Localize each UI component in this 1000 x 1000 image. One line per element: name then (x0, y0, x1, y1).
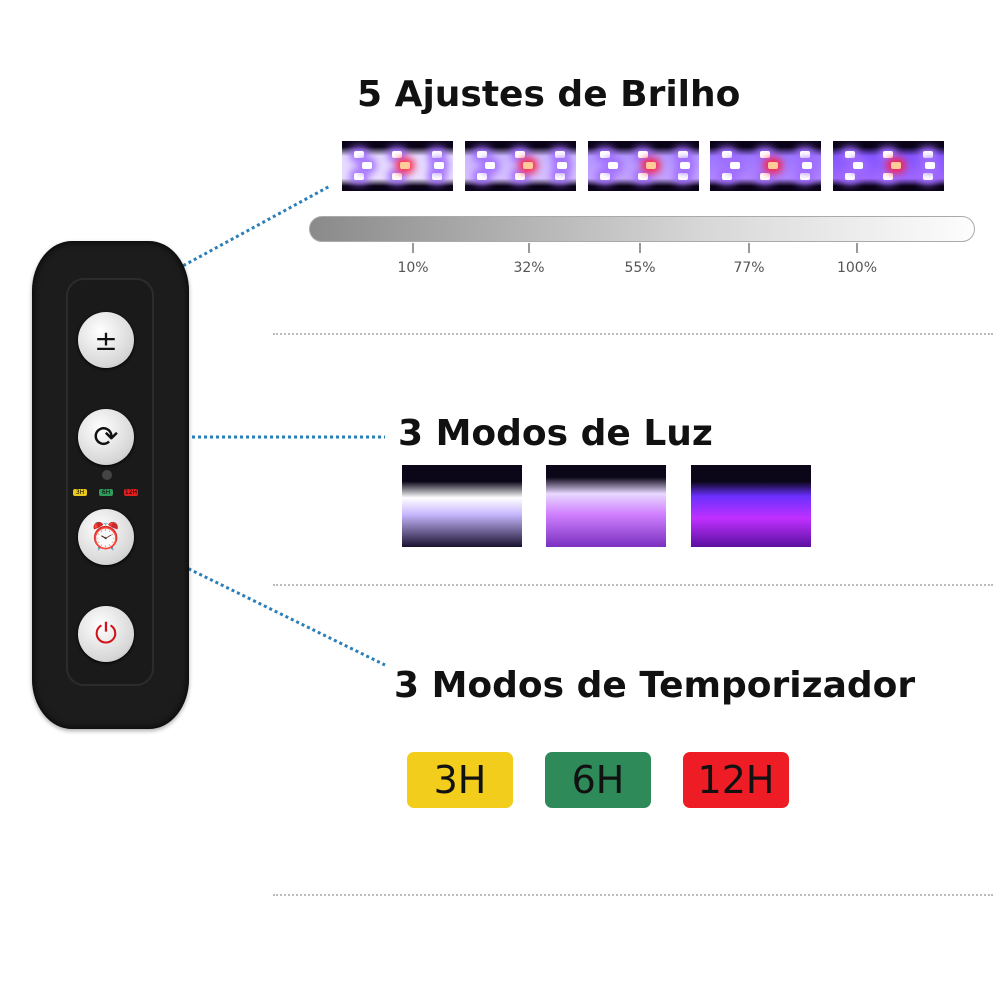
power-icon: ⏻ (94, 617, 118, 650)
led (432, 173, 442, 180)
led (555, 173, 565, 180)
mode-button[interactable]: ⟳ (78, 409, 134, 465)
scale-tick (856, 243, 858, 253)
divider (273, 333, 993, 335)
led (485, 162, 495, 169)
timer-3h-badge: 3H (407, 752, 513, 808)
brightness-button[interactable]: ± (78, 312, 134, 368)
led (477, 151, 487, 158)
led (853, 162, 863, 169)
led (362, 162, 372, 169)
brightness-level-label: 77% (733, 260, 765, 276)
led (722, 173, 732, 180)
plus-minus-icon: ± (94, 323, 118, 357)
cycle-icon: ⟳ (93, 419, 119, 455)
led (730, 162, 740, 169)
led (557, 162, 567, 169)
divider (273, 894, 993, 896)
led (608, 162, 618, 169)
led (555, 151, 565, 158)
led (600, 173, 610, 180)
mode-white-image (402, 465, 522, 547)
brightness-scale-bar (309, 216, 975, 242)
led (432, 151, 442, 158)
brightness-level-label: 10% (397, 260, 429, 276)
led (891, 162, 901, 169)
indicator-6h: 6H (99, 489, 113, 496)
mode-blue-red-image (691, 465, 811, 547)
led (638, 173, 648, 180)
led (646, 162, 656, 169)
brightness-level-image (588, 141, 699, 191)
led (515, 173, 525, 180)
indicator-3h: 3H (73, 489, 87, 496)
brightness-level-label: 32% (513, 260, 545, 276)
led (354, 151, 364, 158)
led (678, 173, 688, 180)
led (760, 173, 770, 180)
scale-tick (748, 243, 750, 253)
led (800, 151, 810, 158)
divider (273, 584, 993, 586)
brightness-level-image (465, 141, 576, 191)
led (400, 162, 410, 169)
timer-button[interactable]: ⏰ (78, 509, 134, 565)
led (392, 151, 402, 158)
indicator-light (102, 470, 112, 480)
led (600, 151, 610, 158)
led (722, 151, 732, 158)
led (883, 151, 893, 158)
led (760, 151, 770, 158)
led (434, 162, 444, 169)
led (845, 173, 855, 180)
alarm-clock-icon: ⏰ (89, 522, 123, 552)
led (477, 173, 487, 180)
led (883, 173, 893, 180)
led (923, 173, 933, 180)
brightness-level-image (710, 141, 821, 191)
led (923, 151, 933, 158)
led (845, 151, 855, 158)
modes-title: 3 Modos de Luz (398, 413, 713, 454)
brightness-level-label: 100% (836, 260, 878, 276)
brightness-level-label: 55% (624, 260, 656, 276)
brightness-title: 5 Ajustes de Brilho (357, 74, 741, 115)
power-button[interactable]: ⏻ (78, 606, 134, 662)
led (638, 151, 648, 158)
led (392, 173, 402, 180)
led (802, 162, 812, 169)
led (800, 173, 810, 180)
timer-6h-badge: 6H (545, 752, 651, 808)
indicator-12h: 12H (124, 489, 138, 496)
timer-12h-badge: 12H (683, 752, 789, 808)
scale-tick (639, 243, 641, 253)
led (768, 162, 778, 169)
led (678, 151, 688, 158)
led (680, 162, 690, 169)
led (354, 173, 364, 180)
scale-tick (412, 243, 414, 253)
mode-mixed-image (546, 465, 666, 547)
led (515, 151, 525, 158)
led (523, 162, 533, 169)
brightness-level-image (342, 141, 453, 191)
led (925, 162, 935, 169)
brightness-level-image (833, 141, 944, 191)
scale-tick (528, 243, 530, 253)
timer-title: 3 Modos de Temporizador (394, 665, 916, 706)
